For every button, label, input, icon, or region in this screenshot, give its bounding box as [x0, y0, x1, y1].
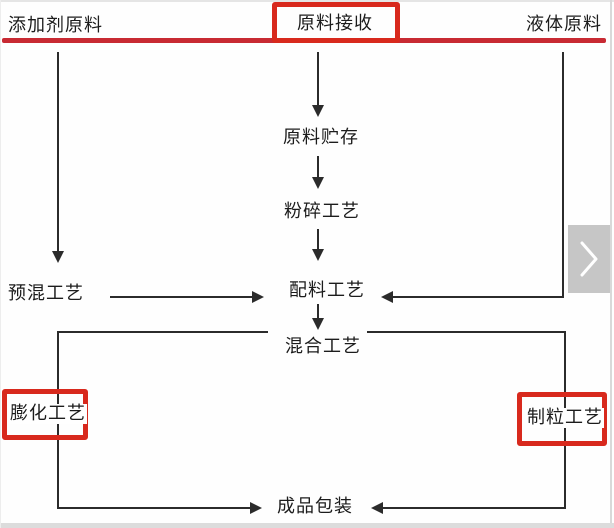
- arrow-storage-to-crushing-head: [312, 177, 324, 189]
- node-material-receiving: 原料接收: [297, 13, 373, 34]
- node-batching-process: 配料工艺: [289, 280, 365, 301]
- node-extrusion-process: 膨化工艺: [9, 403, 87, 424]
- arrow-pelleting-to-packaging-head: [371, 502, 383, 514]
- arrow-additive-to-premix-head: [52, 251, 64, 263]
- arrow-crushing-to-batching-head: [312, 249, 324, 261]
- arrow-additive-to-premix-line: [57, 52, 59, 252]
- arrow-extrusion-to-packaging-line: [57, 507, 250, 509]
- chevron-right-icon: [575, 235, 603, 283]
- image-edge-top: [0, 0, 614, 2]
- arrow-liquid-to-batching-line: [393, 296, 564, 298]
- arrow-storage-to-crushing-line: [317, 156, 319, 178]
- carousel-next-button[interactable]: [568, 225, 610, 293]
- arrow-batching-to-mixing-line: [317, 304, 319, 320]
- arrow-premix-to-batching-line: [110, 296, 252, 298]
- arrow-crushing-to-batching-line: [317, 229, 319, 250]
- arrow-batching-to-mixing-head: [312, 318, 324, 330]
- image-edge-left: [0, 0, 1, 528]
- node-crushing-process: 粉碎工艺: [284, 201, 360, 222]
- line-liquid-down: [562, 52, 564, 298]
- image-edge-bottom: [0, 523, 614, 528]
- node-liquid-material: 液体原料: [526, 14, 602, 35]
- line-branch-left: [57, 331, 268, 333]
- highlight-box-pelleting: [517, 392, 607, 446]
- highlight-box-material-receiving: [272, 2, 400, 43]
- node-mixing-process: 混合工艺: [285, 336, 361, 357]
- image-edge-right: [610, 0, 612, 528]
- node-pelleting-process: 制粒工艺: [526, 407, 604, 428]
- arrow-extrusion-to-packaging-head: [250, 502, 262, 514]
- arrow-receiving-to-storage-head: [312, 105, 324, 117]
- line-branch-right: [367, 331, 566, 333]
- node-additive-material: 添加剂原料: [8, 15, 103, 36]
- arrow-receiving-to-storage-line: [317, 52, 319, 106]
- arrow-pelleting-to-packaging-line: [383, 507, 566, 509]
- arrow-premix-to-batching-head: [252, 291, 264, 303]
- node-finished-packaging: 成品包装: [277, 496, 353, 517]
- node-premix-process: 预混工艺: [8, 283, 84, 304]
- arrow-liquid-to-batching-head: [381, 291, 393, 303]
- node-material-storage: 原料贮存: [283, 127, 359, 148]
